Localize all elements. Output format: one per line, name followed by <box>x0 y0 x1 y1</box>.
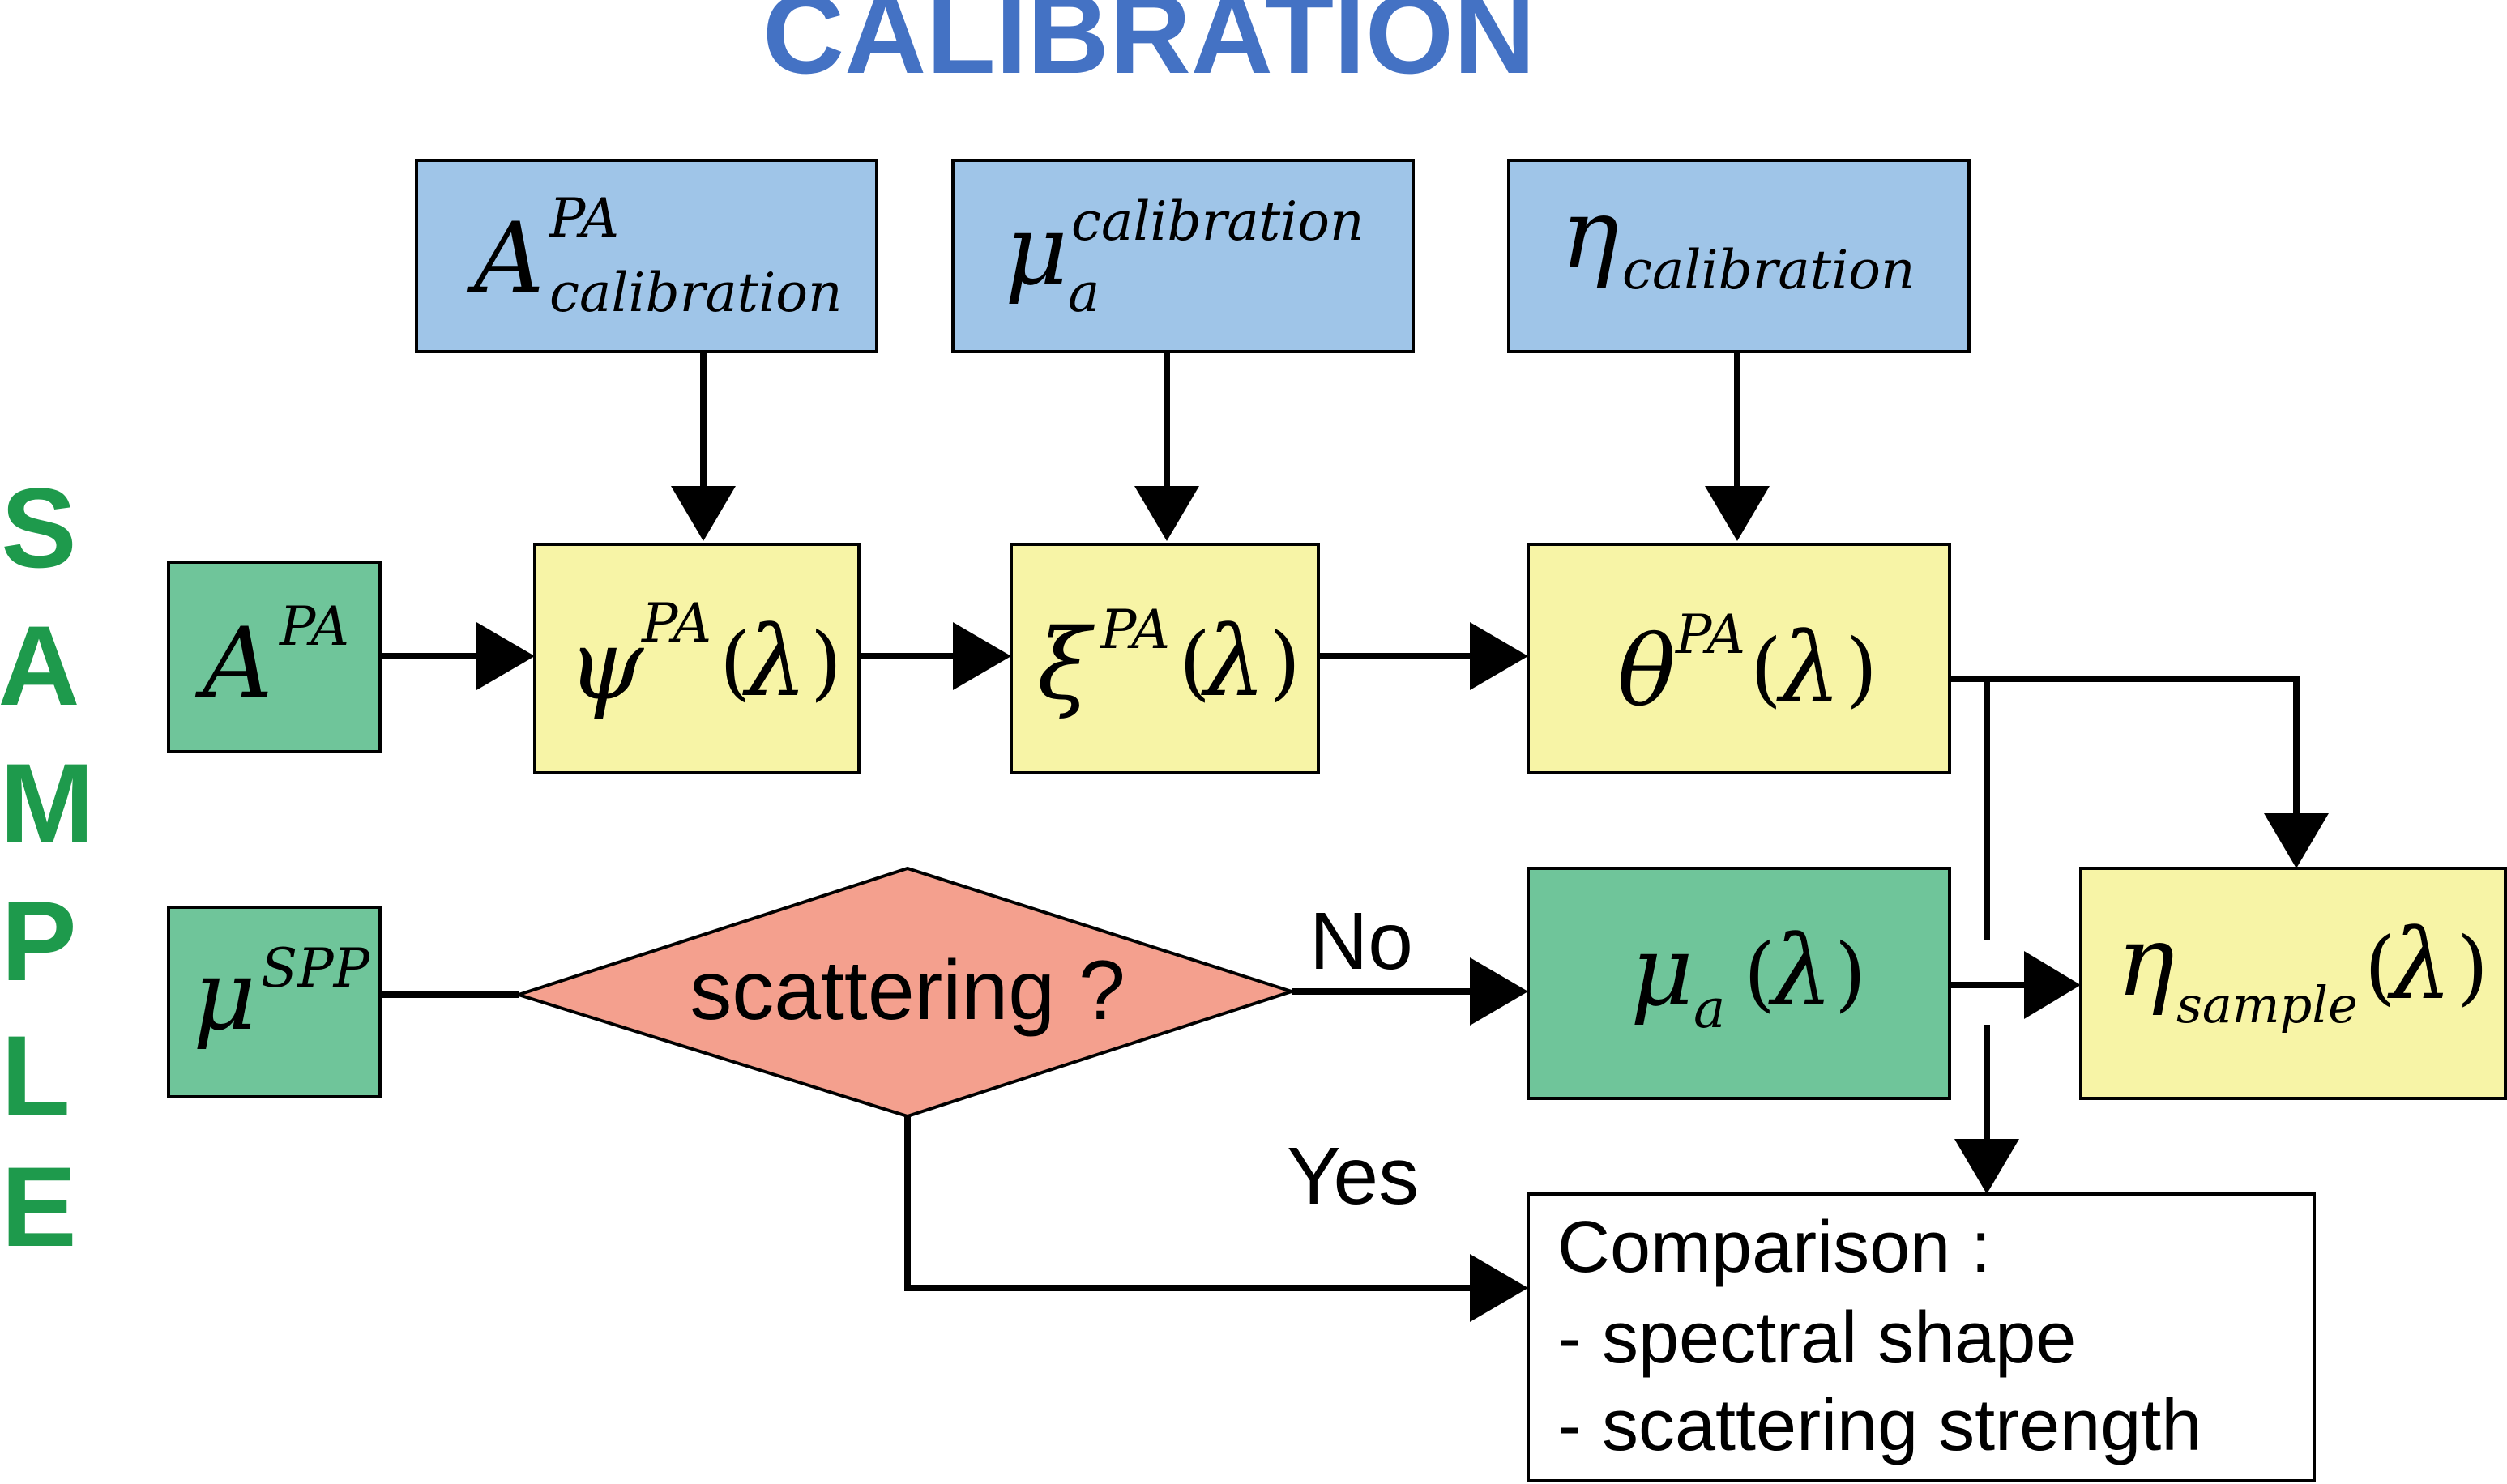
box-a-pa-calibration: A PA calibration <box>415 159 878 353</box>
symbol-base: μ <box>193 940 256 1052</box>
symbol-base: ξ <box>1037 609 1095 722</box>
arrowhead <box>1470 622 1528 690</box>
symbol-superscript: calibration <box>1071 190 1365 253</box>
comparison-item: - spectral shape <box>1557 1298 2076 1379</box>
symbol-subscript: a <box>1068 262 1100 324</box>
box-theta: θ PA ( λ ) <box>1527 543 1951 774</box>
arrowhead <box>2024 951 2081 1019</box>
edge-label-yes: Yes <box>1287 1131 1419 1222</box>
arrowhead <box>1705 486 1770 541</box>
symbol-argument: λ <box>1768 915 1833 1028</box>
symbol-base: A <box>194 608 273 720</box>
symbol-base: A <box>466 203 545 315</box>
paren-close: ) <box>2457 919 2488 1014</box>
arrowhead <box>2264 813 2329 868</box>
paren-close: ) <box>1269 615 1300 710</box>
symbol-superscript: PA <box>1100 599 1170 661</box>
paren-close: ) <box>1846 621 1877 716</box>
symbol-superscript: PA <box>1675 603 1745 666</box>
comparison-box: Comparison : - spectral shape - scatteri… <box>1527 1192 2316 1482</box>
symbol-argument: λ <box>2387 909 2452 1021</box>
paren-open: ( <box>720 615 751 710</box>
box-eta-calibration: η calibration <box>1507 159 1971 353</box>
arrowhead <box>1134 486 1199 541</box>
arrowheads <box>476 486 2329 1322</box>
arrowhead <box>953 622 1011 690</box>
box-mu-a-lambda: μ a ( λ ) <box>1527 867 1951 1100</box>
arrowhead <box>671 486 736 541</box>
symbol-superscript: PA <box>279 595 349 658</box>
symbol-base: ψ <box>567 609 645 722</box>
paren-open: ( <box>1744 926 1775 1021</box>
symbol-argument: λ <box>742 606 807 719</box>
paren-open: ( <box>2364 919 2396 1014</box>
symbol-superscript: PA <box>641 592 711 655</box>
symbol-subscript: a <box>1693 978 1725 1040</box>
sample-header: S A M P L E <box>0 464 94 1270</box>
symbol-base: η <box>2116 906 2175 1018</box>
comparison-title: Comparison : <box>1557 1207 1991 1288</box>
symbol-superscript: PA <box>549 187 619 249</box>
arrowhead <box>476 622 535 690</box>
sample-letter: S <box>1 464 76 591</box>
paren-close: ) <box>810 615 842 710</box>
sample-letter: M <box>0 740 94 867</box>
paren-close: ) <box>1834 926 1866 1021</box>
sample-letter: A <box>0 602 80 729</box>
symbol-base: θ <box>1617 616 1676 728</box>
box-mu-spp: μ SPP <box>167 906 382 1098</box>
arrowhead <box>1470 957 1528 1026</box>
arrowhead <box>1954 1139 2019 1194</box>
symbol-subscript: calibration <box>1622 239 1915 301</box>
sample-letter: E <box>1 1143 76 1270</box>
box-psi: ψ PA ( λ ) <box>533 543 861 774</box>
box-eta-sample: η sample ( λ ) <box>2079 867 2507 1100</box>
box-mu-a-calibration: μ calibration a <box>951 159 1415 353</box>
calibration-header: CALIBRATION <box>762 0 1535 97</box>
symbol-argument: λ <box>1201 606 1266 719</box>
paren-open: ( <box>1179 615 1211 710</box>
sample-letter: L <box>1 1012 70 1139</box>
symbol-base: η <box>1561 178 1619 291</box>
symbol-argument: λ <box>1776 612 1841 725</box>
connectors <box>380 352 2300 1291</box>
comparison-item: - scattering strength <box>1557 1385 2202 1466</box>
symbol-subscript: sample <box>2176 975 2358 1034</box>
paren-open: ( <box>1750 621 1782 716</box>
decision-scattering: scattering ? <box>513 866 1297 1119</box>
box-xi: ξ PA ( λ ) <box>1010 543 1320 774</box>
arrowhead <box>1470 1254 1528 1322</box>
symbol-base: μ <box>1005 194 1068 307</box>
decision-label: scattering ? <box>690 944 1125 1038</box>
symbol-subscript: calibration <box>549 262 843 324</box>
sample-letter: P <box>1 877 76 1004</box>
edge-label-no: No <box>1309 896 1413 987</box>
box-a-pa: A PA <box>167 561 382 753</box>
symbol-superscript: SPP <box>261 937 371 1000</box>
symbol-base: μ <box>1630 915 1693 1028</box>
